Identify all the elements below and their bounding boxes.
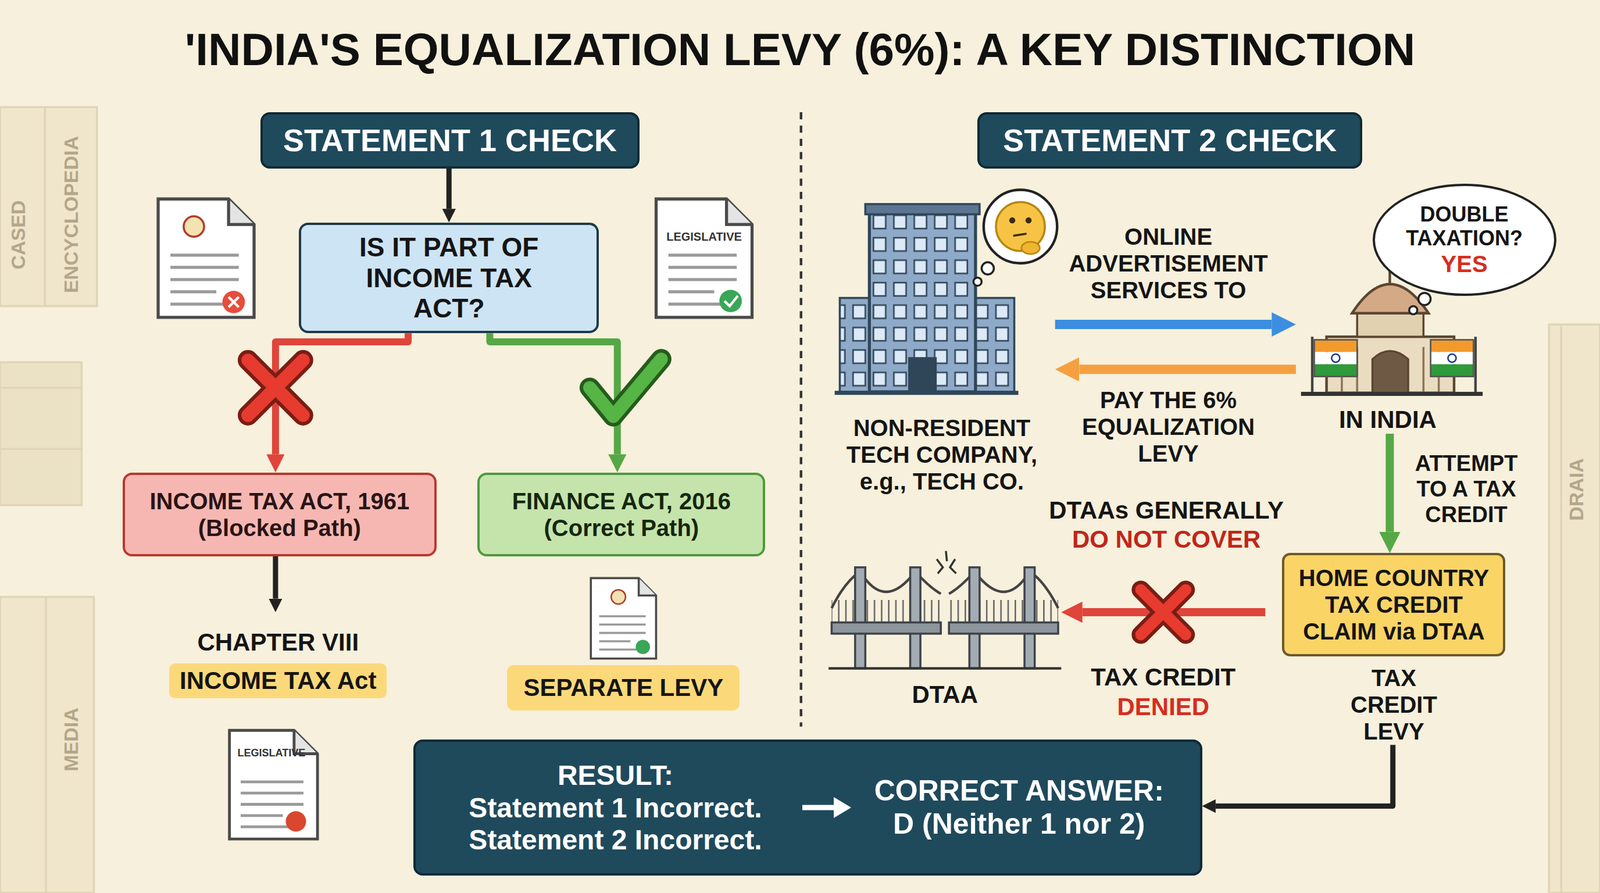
- text-column: RESULT:Statement 1 Incorrect. Statement …: [451, 759, 780, 856]
- node-text: IN INDIA: [1338, 405, 1437, 434]
- connector-arrow: [1079, 364, 1296, 374]
- text-column: CORRECT ANSWER:D (Neither 1 nor 2): [874, 774, 1164, 842]
- connector-arrow: [272, 556, 278, 599]
- tax-credit-claim: HOME COUNTRY TAX CREDIT CLAIM via DTAA TA…: [1265, 552, 1523, 745]
- result-box: RESULT:Statement 1 Incorrect. Statement …: [413, 739, 1203, 875]
- note-text: DO NOT COVER: [1072, 525, 1261, 554]
- node-text: STATEMENT 1 CHECK: [283, 122, 617, 159]
- node-subtext: Statement 1 Incorrect. Statement 2 Incor…: [451, 791, 780, 856]
- node-text: SEPARATE LEVY: [523, 673, 724, 702]
- edge-label: PAY THE 6% EQUALIZATION LEVY: [1072, 385, 1265, 469]
- connector-arrow: [446, 168, 452, 210]
- node-text: HOME COUNTRY TAX CREDIT CLAIM via DTAA: [1297, 564, 1491, 645]
- node-subtext: TAX CREDIT LEVY: [1336, 664, 1451, 745]
- note-text: DENIED: [1116, 693, 1210, 721]
- green-check: [589, 359, 662, 417]
- connector-arrow: [1215, 744, 1394, 806]
- node-text: NON-RESIDENT TECH COMPANY, e.g., TECH CO…: [841, 414, 1043, 495]
- red-cross: [1140, 589, 1186, 635]
- divider: [800, 112, 803, 727]
- thought-bubble: DOUBLE TAXATION?YES: [1372, 183, 1557, 296]
- node-text: STATEMENT 2 CHECK: [1002, 122, 1337, 159]
- document-label: LEGISLATIVE: [666, 230, 742, 244]
- blocked-path-box: INCOME TAX ACT, 1961(Blocked Path): [122, 472, 438, 557]
- note-text: TAX CREDIT: [1090, 663, 1236, 692]
- node-text: RESULT:: [557, 759, 674, 792]
- company-building: NON-RESIDENT TECH COMPANY, e.g., TECH CO…: [828, 193, 1056, 495]
- node-text: DOUBLE TAXATION?: [1405, 202, 1524, 251]
- node-subtext: (Blocked Path): [198, 514, 362, 542]
- thinking-face: [973, 189, 1057, 286]
- chapter-note: CHAPTER VIII INCOME TAX Act: [152, 612, 403, 715]
- edge-label: ATTEMPT TO A TAX CREDIT: [1405, 450, 1528, 530]
- highlight-tag: INCOME TAX Act: [169, 663, 387, 699]
- document-label: LEGISLATIVE: [237, 747, 306, 760]
- arrow-head: [833, 797, 852, 819]
- red-cross: [247, 360, 303, 416]
- node-text: FINANCE ACT, 2016: [512, 487, 731, 515]
- levy-tag: SEPARATE LEVY: [506, 665, 740, 710]
- node-text: CHAPTER VIII: [197, 628, 359, 657]
- connector-arrow: [1385, 433, 1394, 532]
- check-header: STATEMENT 2 CHECK: [977, 112, 1363, 169]
- arrow-icon: [800, 793, 854, 823]
- node-text: IS IT PART OF INCOME TAX ACT?: [329, 231, 569, 325]
- node-subtext: YES: [1441, 250, 1488, 278]
- note-text: DTAAs GENERALLY: [1048, 495, 1284, 524]
- node-subtext: (Correct Path): [543, 514, 699, 542]
- watermark: MEDIA: [59, 708, 83, 773]
- title: 'INDIA'S EQUALIZATION LEVY (6%): A KEY D…: [0, 23, 1600, 77]
- watermark: CASED: [6, 200, 30, 270]
- node-subtext: D (Neither 1 nor 2): [893, 807, 1145, 842]
- node-subtext: CORRECT ANSWER:: [874, 774, 1164, 809]
- node-text: INCOME TAX ACT, 1961: [150, 487, 410, 515]
- connector-arrow: [1055, 319, 1273, 330]
- arrow-shaft: [802, 805, 837, 811]
- dtaa-bridge: DTAA: [828, 556, 1062, 710]
- book-spines: [0, 106, 1600, 893]
- claim-box: HOME COUNTRY TAX CREDIT CLAIM via DTAA: [1281, 552, 1506, 657]
- india-building: IN INDIA: [1295, 295, 1480, 434]
- check-header: STATEMENT 1 CHECK: [260, 112, 641, 169]
- node-subtext: INCOME TAX Act: [179, 666, 377, 695]
- watermark: ENCYCLOPEDIA: [59, 135, 83, 293]
- question-box: IS IT PART OF INCOME TAX ACT?: [298, 222, 599, 334]
- edge-label: ONLINE ADVERTISEMENT SERVICES TO: [1058, 222, 1278, 305]
- correct-path-box: FINANCE ACT, 2016(Correct Path): [477, 472, 766, 557]
- node-text: DTAA: [911, 680, 978, 709]
- broken-bridge: [828, 551, 1062, 669]
- watermark: DRAIA: [1565, 458, 1588, 522]
- result-arrow: [791, 793, 862, 823]
